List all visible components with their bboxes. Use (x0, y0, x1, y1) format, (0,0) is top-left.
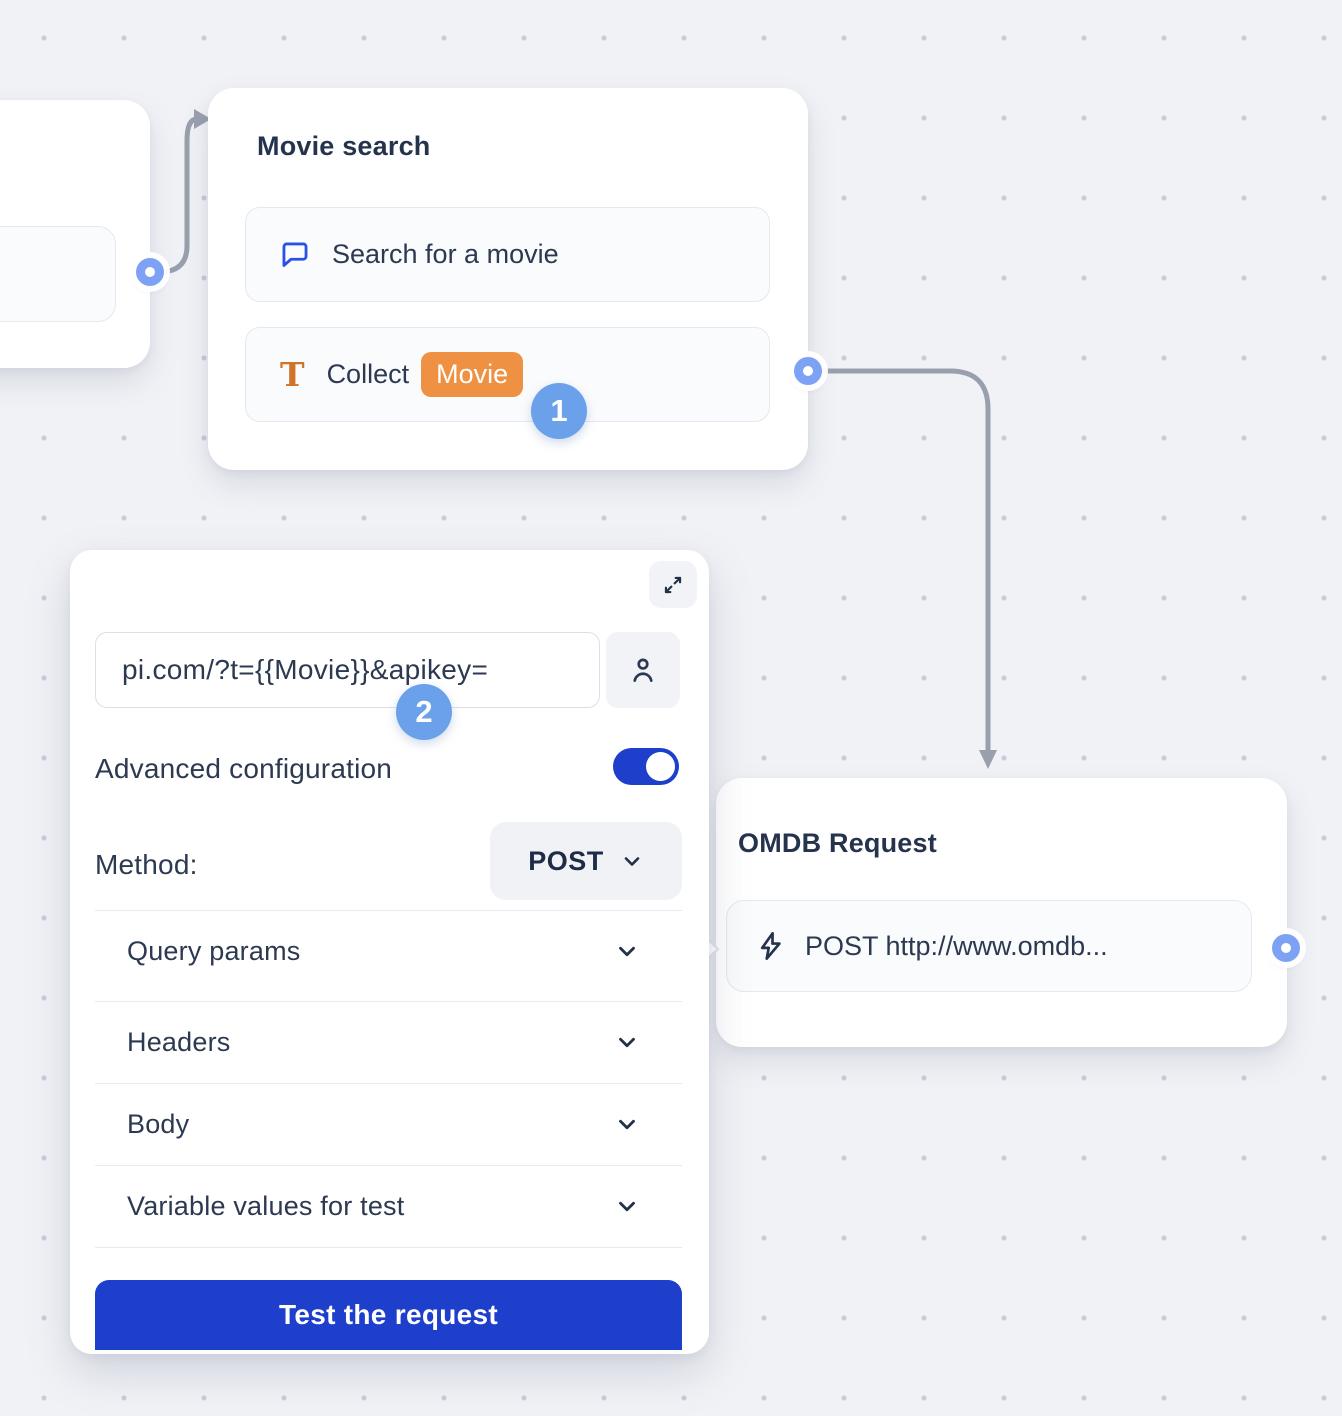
expand-button[interactable] (649, 561, 697, 608)
expand-icon (660, 572, 686, 598)
partial-node-item[interactable] (0, 226, 116, 322)
block-label: POST http://www.omdb... (805, 930, 1108, 961)
omdb-output-port[interactable] (1272, 934, 1300, 962)
block-label: Collect (326, 359, 410, 389)
webhook-config-panel[interactable]: Advanced configuration Method: POST Quer… (70, 550, 709, 1354)
divider (95, 910, 682, 911)
node-title: OMDB Request (738, 828, 937, 858)
toggle-knob (646, 752, 675, 781)
movie-search-node[interactable]: Movie search Search for a movie T Collec… (208, 88, 808, 470)
collect-input-block[interactable]: T Collect Movie (245, 327, 770, 422)
divider (95, 1001, 682, 1002)
divider (95, 1083, 682, 1084)
chevron-down-icon (614, 1029, 682, 1055)
step-badge-1: 1 (531, 383, 587, 439)
partial-node-output-port[interactable] (136, 258, 164, 286)
section-label: Query params (127, 935, 301, 966)
chevron-down-icon (614, 1111, 682, 1137)
text-field-icon: T (280, 355, 305, 394)
section-headers[interactable]: Headers (95, 1002, 682, 1082)
chevron-down-icon (620, 849, 644, 873)
request-url-input[interactable] (95, 632, 600, 708)
method-label: Method: (95, 849, 198, 880)
chevron-down-icon (614, 938, 682, 964)
section-variable-values[interactable]: Variable values for test (95, 1166, 682, 1246)
chat-bubble-icon (278, 238, 312, 272)
send-message-block[interactable]: Search for a movie (245, 207, 770, 302)
chevron-down-icon (614, 1193, 682, 1219)
method-value: POST (528, 845, 604, 876)
step-badge-2: 2 (396, 684, 452, 740)
section-label: Variable values for test (127, 1190, 405, 1221)
divider (95, 1165, 682, 1166)
person-icon (627, 654, 659, 686)
partial-node[interactable] (0, 100, 150, 368)
omdb-request-node[interactable]: OMDB Request POST http://www.omdb... (716, 778, 1287, 1047)
arrowhead-down-icon (979, 750, 997, 769)
test-request-button[interactable]: Test the request (95, 1280, 682, 1350)
method-select[interactable]: POST (490, 822, 682, 900)
advanced-configuration-label: Advanced configuration (95, 753, 393, 784)
divider (95, 1247, 682, 1248)
account-button[interactable] (606, 632, 680, 708)
lightning-icon (755, 930, 787, 962)
section-query-params[interactable]: Query params (95, 911, 682, 991)
section-label: Headers (127, 1026, 231, 1057)
webhook-block[interactable]: POST http://www.omdb... (726, 900, 1252, 992)
section-body[interactable]: Body (95, 1084, 682, 1164)
advanced-configuration-toggle[interactable] (613, 748, 679, 785)
connector-movie-to-omdb (819, 368, 991, 755)
connector-into-movie-search (160, 116, 200, 275)
variable-badge[interactable]: Movie (421, 352, 524, 397)
node-title: Movie search (257, 131, 431, 161)
section-label: Body (127, 1108, 190, 1139)
block-label: Search for a movie (332, 239, 559, 269)
movie-search-output-port[interactable] (794, 357, 822, 385)
